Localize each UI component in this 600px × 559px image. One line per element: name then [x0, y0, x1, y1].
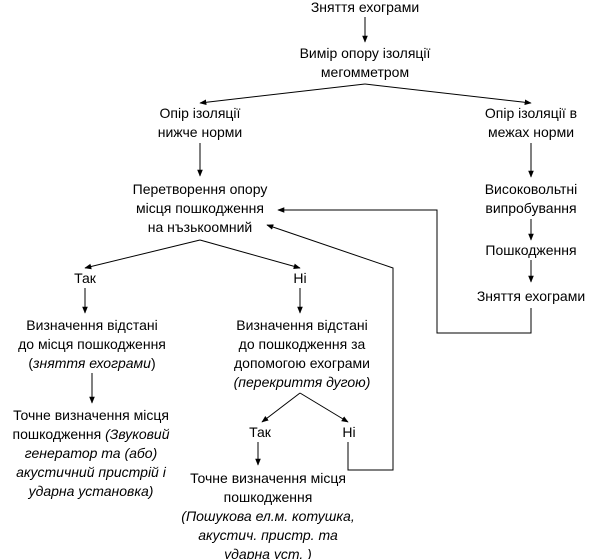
node-text: межах норми	[487, 124, 575, 140]
node-within-norm: Опір ізоляції в межах норми	[475, 104, 587, 142]
node-distance-right: Визначення відстані до пошкодження за до…	[222, 316, 382, 392]
node-text: Перетворення опору	[132, 181, 268, 197]
node-text: до пошкодження за	[238, 336, 366, 352]
node-high-voltage-test: Високовольтні випробування	[475, 180, 587, 218]
node-text: акустичний пристрій і	[16, 464, 166, 480]
node-text: випробування	[485, 200, 577, 216]
node-text: Так	[74, 270, 96, 286]
edge-dist-right-to-yes2	[261, 392, 301, 423]
node-no-2: Ні	[334, 423, 364, 442]
node-text: генератор та (або)	[24, 445, 158, 461]
node-text: Високовольтні	[484, 181, 578, 197]
edge-convert-to-yes1	[84, 239, 201, 270]
node-text: нижче норми	[157, 124, 243, 140]
node-damage: Пошкодження	[475, 241, 587, 260]
node-exact-location-left: Точне визначення місця пошкодження (Звук…	[0, 406, 182, 501]
node-text: Визначення відстані	[26, 317, 158, 333]
node-text: допомогою ехограми	[234, 355, 370, 371]
node-text: Точне визначення місця	[190, 470, 346, 486]
node-text: зняття ехограми	[33, 355, 151, 371]
node-text: на нъзькоомний	[147, 219, 253, 235]
node-text: )	[150, 355, 156, 371]
edge-measure-to-within-norm	[364, 83, 532, 106]
edge-echo-loop-to-convert	[277, 207, 532, 334]
node-text: Опір ізоляції	[159, 105, 241, 121]
node-exact-location-right: Точне визначення місця пошкодження (Пошу…	[170, 469, 366, 559]
node-text: Так	[249, 424, 271, 440]
node-no-1: Ні	[285, 269, 315, 288]
node-measure-insulation: Вимір опору ізоляції мегомметром	[285, 44, 445, 82]
node-text: ударна уст. )	[224, 546, 312, 559]
node-below-norm: Опір ізоляції нижче норми	[145, 104, 255, 142]
edge-convert-to-no1	[199, 239, 301, 269]
node-text: місця пошкодження	[136, 200, 264, 216]
node-text: Пошкодження	[485, 242, 577, 258]
node-mixed-line: пошкодження (Звуковий	[0, 425, 182, 444]
node-echo-right: Зняття ехограми	[466, 287, 596, 306]
node-text: Ні	[342, 424, 356, 440]
node-text: до місця пошкодження	[18, 336, 166, 352]
node-start: Зняття ехограми	[305, 0, 425, 17]
node-text: Опір ізоляції в	[484, 105, 578, 121]
node-yes-1: Так	[65, 269, 105, 288]
node-text: Зняття ехограми	[476, 288, 586, 304]
node-text: Ні	[293, 270, 307, 286]
node-text: акустич. пристр. та	[198, 527, 338, 543]
node-text: мегомметром	[320, 64, 410, 80]
edge-dist-right-to-no2	[299, 392, 349, 423]
node-text: (Звуковий	[105, 426, 170, 442]
node-text: Точне визначення місця	[13, 407, 169, 423]
edge-measure-to-below-norm	[199, 83, 366, 106]
node-text: (перекриття дугою)	[233, 374, 371, 390]
edge-no2-loop-to-convert	[266, 224, 394, 471]
node-text: Зняття ехограми	[310, 0, 420, 15]
node-text: пошкодження	[223, 489, 313, 505]
node-text: (Пошукова ел.м. котушка,	[181, 508, 355, 524]
node-distance-left: Визначення відстані до місця пошкодження…	[12, 316, 172, 373]
node-text: Визначення відстані	[236, 317, 368, 333]
node-italic-text: (зняття ехограми)	[12, 354, 172, 373]
node-text: пошкодження	[12, 426, 106, 442]
node-yes-2: Так	[240, 423, 280, 442]
node-text: Вимір опору ізоляції	[299, 45, 431, 61]
node-text: ударна установка)	[28, 483, 154, 499]
node-convert-resistance: Перетворення опору місця пошкодження на …	[110, 180, 290, 237]
node-text: (	[28, 355, 34, 371]
